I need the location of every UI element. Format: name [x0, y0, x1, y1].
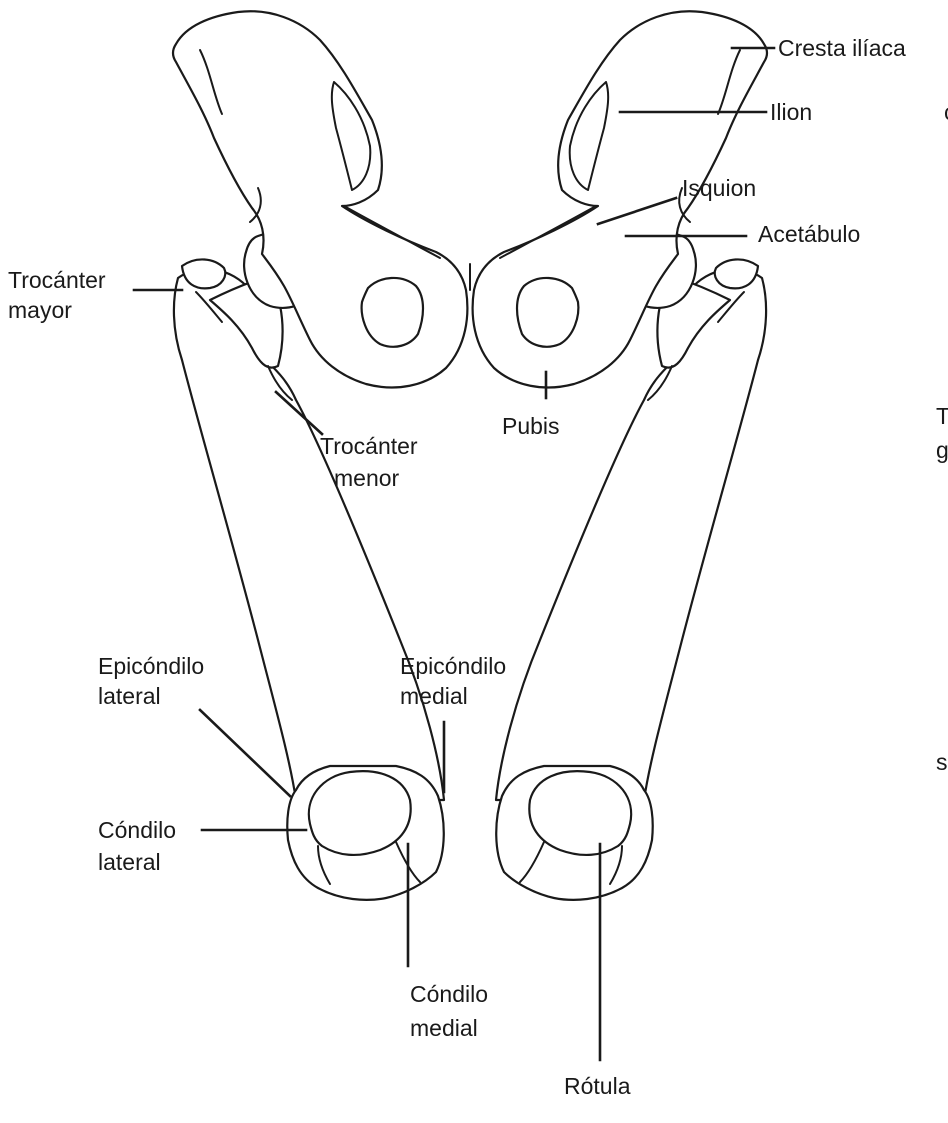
- label-trocanter-menor-line2: menor: [334, 465, 400, 491]
- label-rotula: Rótula: [564, 1073, 631, 1099]
- edge-fragment-s: s: [936, 749, 948, 775]
- left-obturator-foramen: [362, 278, 423, 347]
- labels: Cresta ilíaca Ilion Isquion Acetábulo Tr…: [8, 35, 906, 1099]
- right-obturator-foramen: [517, 278, 578, 347]
- label-condilo-lateral-line2: lateral: [98, 849, 161, 875]
- label-trocanter-mayor-line2: mayor: [8, 297, 72, 323]
- label-condilo-medial-line2: medial: [410, 1015, 478, 1041]
- label-ilion: Ilion: [770, 99, 812, 125]
- label-condilo-lateral-line1: Cóndilo: [98, 817, 176, 843]
- edge-fragments: c T g s: [936, 99, 948, 775]
- label-trocanter-menor-line1: Trocánter: [320, 433, 418, 459]
- label-epicondilo-lateral-line1: Epicóndilo: [98, 653, 204, 679]
- label-isquion: Isquion: [682, 175, 756, 201]
- label-acetabulo: Acetábulo: [758, 221, 860, 247]
- label-epicondilo-lateral-line2: lateral: [98, 683, 161, 709]
- label-epicondilo-medial-line2: medial: [400, 683, 468, 709]
- edge-fragment-g: g: [936, 437, 948, 463]
- label-condilo-medial-line1: Cóndilo: [410, 981, 488, 1007]
- edge-fragment-T: T: [936, 403, 948, 429]
- label-pubis: Pubis: [502, 413, 560, 439]
- label-cresta-iliaca: Cresta ilíaca: [778, 35, 906, 61]
- label-epicondilo-medial-line1: Epicóndilo: [400, 653, 506, 679]
- leader-epicondilo-lateral: [200, 710, 290, 796]
- label-trocanter-mayor-line1: Trocánter: [8, 267, 106, 293]
- edge-fragment-c: c: [944, 99, 948, 125]
